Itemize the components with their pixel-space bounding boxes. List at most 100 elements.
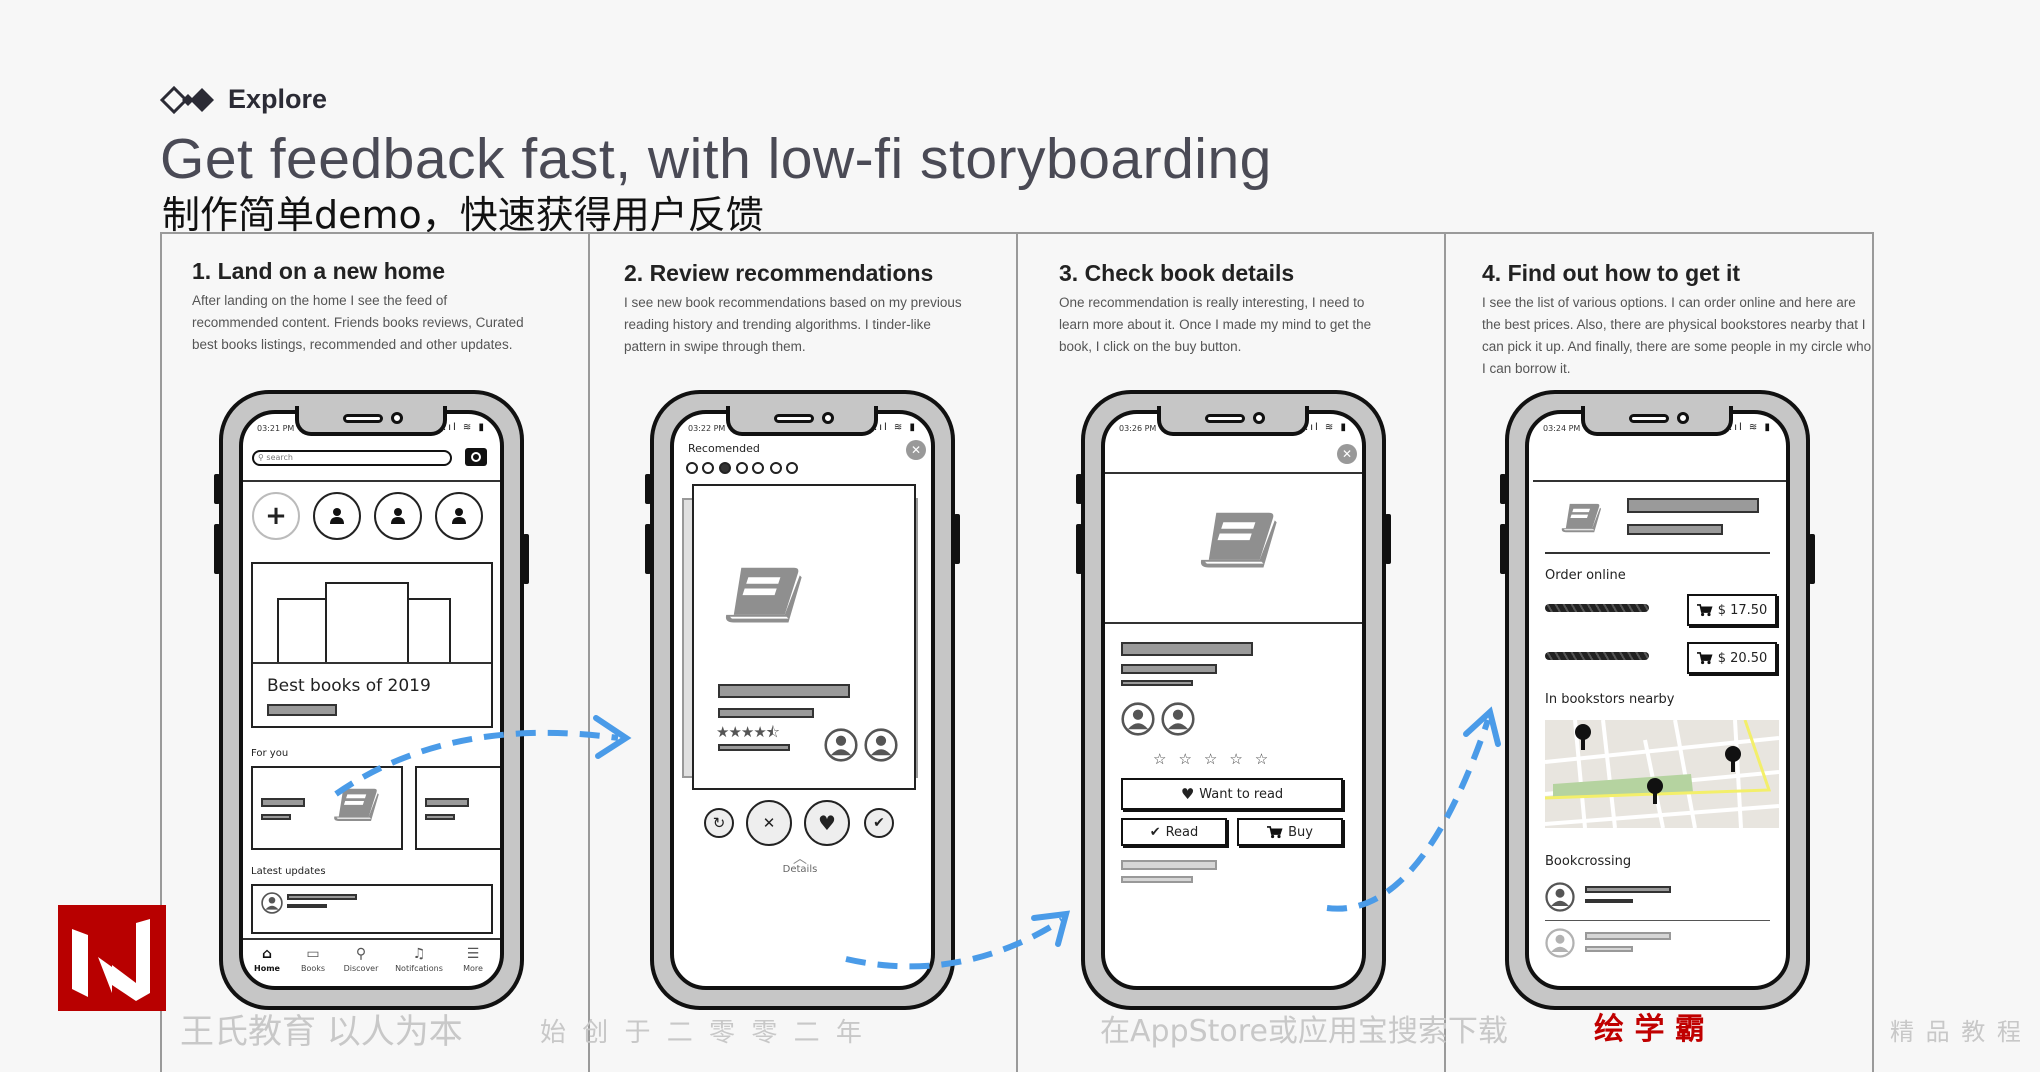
step-3-description: One recommendation is really interesting… xyxy=(1059,295,1372,354)
step-1-description: After landing on the home I see the feed… xyxy=(192,293,524,352)
book-cover-icon xyxy=(1195,509,1281,575)
status-icons: .ıl ≋ ▮ xyxy=(1305,422,1348,433)
watermark-brand: 绘 学 霸 xyxy=(1594,1012,1705,1047)
price-button[interactable]: $ 17.50 xyxy=(1687,594,1777,626)
books-icon: ▭ xyxy=(306,946,320,962)
heart-icon: ♥ xyxy=(1180,785,1195,803)
undo-button[interactable]: ↻ xyxy=(704,808,734,838)
details-button[interactable]: ︿ Details xyxy=(770,851,830,875)
step-1-title: 1. Land on a new home xyxy=(192,258,446,284)
home-icon: ⌂ xyxy=(261,946,273,962)
storyboard-panel-2 xyxy=(588,232,1018,1072)
avatar xyxy=(864,728,898,762)
close-button[interactable]: ✕ xyxy=(1337,444,1357,464)
step-4-description: I see the list of various options. I can… xyxy=(1482,295,1872,376)
star-rating: ★★★★⯪ xyxy=(716,723,780,741)
friend-avatar[interactable] xyxy=(313,492,361,540)
like-button[interactable]: ♥ xyxy=(804,800,850,846)
step-2-title: 2. Review recommendations xyxy=(624,260,934,286)
avatar xyxy=(824,728,858,762)
status-time: 03:26 PM xyxy=(1119,424,1157,433)
dislike-button[interactable]: ✕ xyxy=(746,800,792,846)
tab-home[interactable]: ⌂Home xyxy=(243,946,291,973)
step-4-title: 4. Find out how to get it xyxy=(1482,260,1741,286)
check-icon: ✔ xyxy=(1149,824,1161,840)
avatar xyxy=(1545,928,1575,958)
friend-avatar[interactable] xyxy=(374,492,422,540)
want-to-read-button[interactable]: ♥Want to read xyxy=(1121,778,1343,810)
book-icon xyxy=(720,564,806,630)
update-item[interactable] xyxy=(251,884,493,934)
phone-book-details-mockup: 03:26 PM .ıl ≋ ▮ ✕ ☆☆☆☆☆ ♥Want to read ✔… xyxy=(1076,390,1391,1010)
step-3-title: 3. Check book details xyxy=(1059,260,1295,286)
store-name-scribble xyxy=(1545,652,1649,660)
read-button[interactable]: ✔Read xyxy=(1121,818,1227,846)
pagination-dots xyxy=(686,462,806,476)
storyboard-panel-3 xyxy=(1016,232,1446,1072)
phone-home-mockup: 03:21 PM .ıl ≋ ▮ ⚲ search + Best books o… xyxy=(214,390,529,1010)
best-books-banner[interactable]: Best books of 2019 xyxy=(251,562,493,728)
page-title: Get feedback fast, with low-fi storyboar… xyxy=(160,127,1272,191)
recommendation-card[interactable] xyxy=(415,766,500,850)
watermark-text: 在AppStore或应用宝搜索下载 xyxy=(1100,1014,1508,1049)
tab-notifications[interactable]: ♫Notifcations xyxy=(387,946,451,973)
cart-icon xyxy=(1267,826,1283,839)
tab-more[interactable]: ☰More xyxy=(453,946,493,973)
buy-button[interactable]: Buy xyxy=(1237,818,1343,846)
status-icons: .ıl ≋ ▮ xyxy=(1729,422,1772,433)
recommendation-card[interactable]: ★★★★⯪ xyxy=(692,484,916,790)
storyboard-panel-4 xyxy=(1444,232,1874,1072)
step-2-description: I see new book recommendations based on … xyxy=(624,295,962,354)
order-online-heading: Order online xyxy=(1545,568,1626,583)
status-time: 03:24 PM xyxy=(1543,424,1581,433)
banner-title: Best books of 2019 xyxy=(267,676,431,696)
price-button[interactable]: $ 20.50 xyxy=(1687,642,1777,674)
watermark-text: 始 创 于 二 零 零 二 年 xyxy=(540,1018,866,1048)
bottom-tab-bar: ⌂Home ▭Books ⚲Discover ♫Notifcations ☰Mo… xyxy=(243,946,500,976)
close-button[interactable]: ✕ xyxy=(906,440,926,460)
search-icon: ⚲ xyxy=(258,453,267,462)
search-placeholder: search xyxy=(266,453,293,462)
status-time: 03:22 PM xyxy=(688,424,726,433)
status-time: 03:21 PM xyxy=(257,424,295,433)
chevron-up-icon: ︿ xyxy=(793,851,807,867)
book-icon xyxy=(331,786,381,826)
book-icon xyxy=(1559,500,1603,538)
for-you-heading: For you xyxy=(251,748,289,759)
rating-stars-input[interactable]: ☆☆☆☆☆ xyxy=(1153,750,1281,768)
avatar xyxy=(1161,702,1195,736)
bookstores-map[interactable] xyxy=(1545,720,1779,828)
tab-discover[interactable]: ⚲Discover xyxy=(337,946,385,973)
avatar xyxy=(261,892,283,914)
cart-icon xyxy=(1697,652,1713,665)
latest-updates-heading: Latest updates xyxy=(251,866,326,877)
screen-title: Recomended xyxy=(688,442,760,455)
status-icons: .ıl ≋ ▮ xyxy=(874,422,917,433)
camera-icon[interactable] xyxy=(465,448,487,466)
avatar xyxy=(1545,882,1575,912)
watermark-text: 王氏教育 以人为本 xyxy=(180,1012,463,1052)
section-label: Explore xyxy=(228,84,328,114)
recommendation-card[interactable] xyxy=(251,766,403,850)
explore-logo-icon xyxy=(160,86,214,114)
menu-icon: ☰ xyxy=(466,946,480,962)
friend-avatar[interactable] xyxy=(435,492,483,540)
phone-recommendations-mockup: 03:22 PM .ıl ≋ ▮ Recomended ✕ ★★★★⯪ ↻ ✕ … xyxy=(645,390,960,1010)
add-friend-button[interactable]: + xyxy=(252,492,300,540)
page-subtitle: 制作简单demo，快速获得用户反馈 xyxy=(162,193,764,237)
watermark-text: 精 品 教 程 xyxy=(1890,1018,2023,1046)
watermark-logo xyxy=(58,905,166,1011)
tab-books[interactable]: ▭Books xyxy=(289,946,337,973)
avatar xyxy=(1121,702,1155,736)
cart-icon xyxy=(1697,604,1713,617)
storyboard-panel-1 xyxy=(160,232,590,1072)
store-name-scribble xyxy=(1545,604,1649,612)
search-icon: ⚲ xyxy=(355,946,367,962)
details-label: Details xyxy=(782,864,818,875)
phone-purchase-options-mockup: 03:24 PM .ıl ≋ ▮ Order online $ 17.50 $ … xyxy=(1500,390,1815,1010)
accept-button[interactable]: ✔ xyxy=(864,808,894,838)
status-icons: .ıl ≋ ▮ xyxy=(443,422,486,433)
bell-icon: ♫ xyxy=(412,946,426,962)
search-input[interactable]: ⚲ search xyxy=(252,450,452,466)
nearby-heading: In bookstors nearby xyxy=(1545,692,1675,707)
